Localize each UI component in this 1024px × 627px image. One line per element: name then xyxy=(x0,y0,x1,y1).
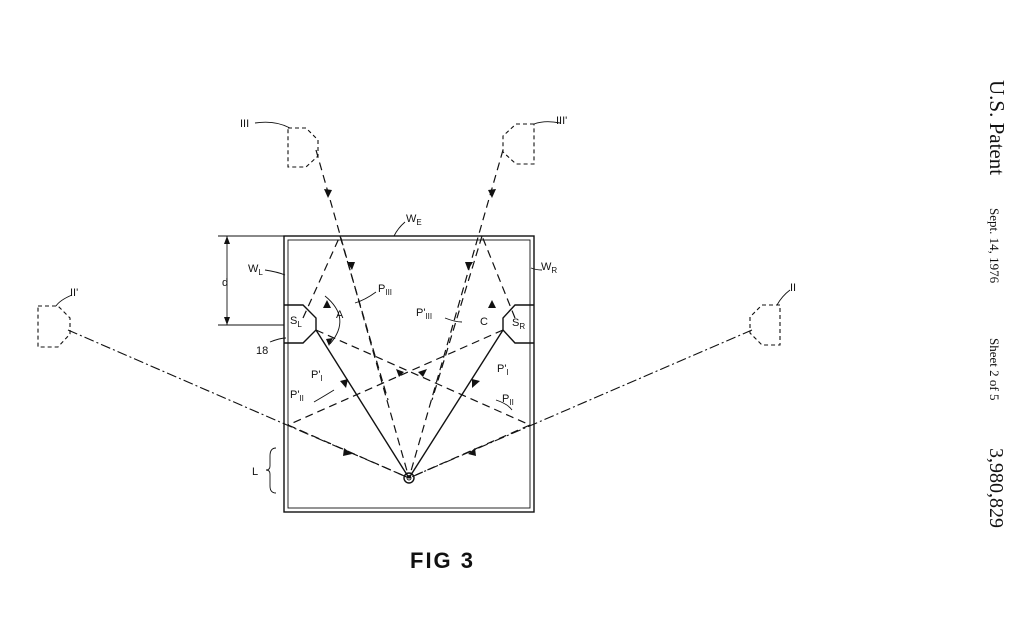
figure-caption: FIG 3 xyxy=(410,548,475,573)
path-PII-cross xyxy=(287,329,531,479)
label-leaders xyxy=(55,121,791,411)
label-speaker-II-right: II xyxy=(790,282,796,294)
speaker-III-right xyxy=(502,123,535,165)
speaker-right-notch xyxy=(502,304,534,344)
label-path-PII: PII xyxy=(502,393,514,407)
dimension-d xyxy=(218,235,284,326)
listener-zone-brace xyxy=(265,447,277,494)
angle-A-arc xyxy=(324,295,341,346)
label-angle-C: C xyxy=(480,316,488,328)
label-path-PII-prime: P'II xyxy=(290,389,304,403)
speaker-II-left xyxy=(37,305,71,348)
patent-sheet: Sheet 2 of 5 xyxy=(987,338,1002,400)
label-dim-d: d xyxy=(222,277,228,289)
label-path-PIII-prime: P'III xyxy=(416,307,432,321)
label-speaker-left: SL xyxy=(290,315,302,329)
label-speaker-III-right: III' xyxy=(556,115,567,127)
label-ref-18: 18 xyxy=(256,345,268,357)
path-PIII xyxy=(302,149,516,479)
patent-header: U.S. Patent Sept. 14, 1976 Sheet 2 of 5 … xyxy=(985,80,1009,528)
speaker-II-right xyxy=(749,304,781,346)
label-angle-A: A xyxy=(336,309,344,321)
label-speaker-III-left: III xyxy=(240,118,249,130)
speaker-III-left xyxy=(287,127,319,168)
patent-title: U.S. Patent xyxy=(985,80,1009,175)
label-wall-left: WL xyxy=(248,263,263,277)
label-path-PI-right: P'I xyxy=(497,363,509,377)
label-wall-right: WR xyxy=(541,261,557,275)
label-path-PI-left: P'I xyxy=(311,369,323,383)
speaker-left-notch xyxy=(284,304,317,344)
path-side-speakers xyxy=(67,329,753,479)
path-arrowheads xyxy=(323,189,496,456)
label-wall-end: WE xyxy=(406,213,422,227)
room-outline xyxy=(283,235,535,513)
patent-number: 3,980,829 xyxy=(985,448,1007,528)
label-path-PIII: PIII xyxy=(378,283,392,297)
label-speaker-right: SR xyxy=(512,317,525,331)
label-speaker-II-left: II' xyxy=(70,287,78,299)
path-PI-direct xyxy=(315,329,504,479)
label-listener-zone: L xyxy=(252,466,258,478)
patent-date: Sept. 14, 1976 xyxy=(987,208,1002,284)
